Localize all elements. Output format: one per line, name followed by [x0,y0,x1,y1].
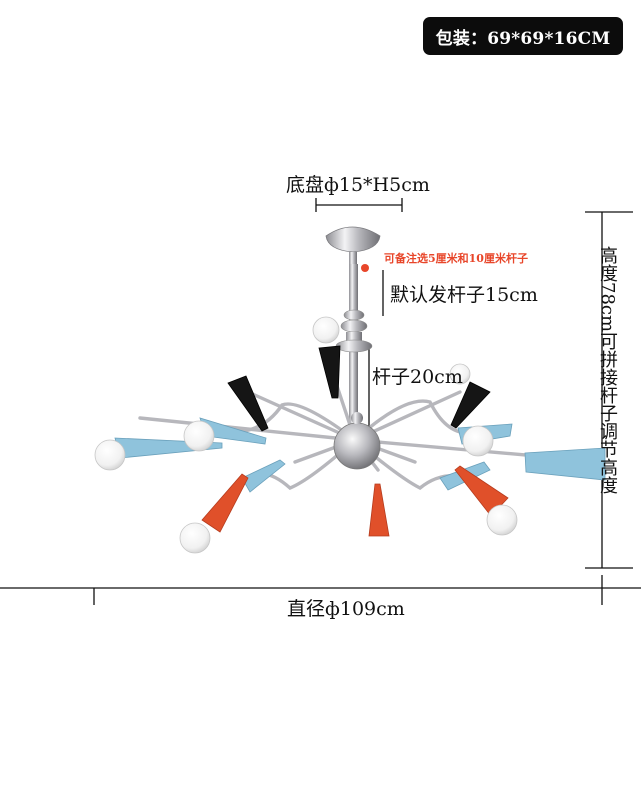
arms [138,363,562,491]
rod-length-label: 杆子20cm [372,366,463,388]
height-dimension-label: 高度78cm可拼接杆子调节高度 [597,246,618,495]
diameter-dimension-line [0,575,641,605]
black-shades [227,345,491,432]
rod-dimension-lines [368,270,384,430]
base-dimension-line [315,198,403,212]
option-note-dot [361,264,369,272]
default-rod-label: 默认发杆子15cm [390,284,538,306]
center-hub [333,412,381,470]
rod-option-note: 可备注选5厘米和10厘米杆子 [384,252,528,265]
canopy [325,226,381,264]
stem-rod [335,264,373,424]
orange-shades [201,465,509,537]
height-dimension-line [585,211,633,569]
base-dimension-label: 底盘ф15*H5cm [286,174,430,196]
diameter-dimension-label: 直径ф109cm [287,598,405,620]
package-size-badge: 包装：69*69*16CM [423,17,623,55]
light-bulbs [94,316,518,554]
